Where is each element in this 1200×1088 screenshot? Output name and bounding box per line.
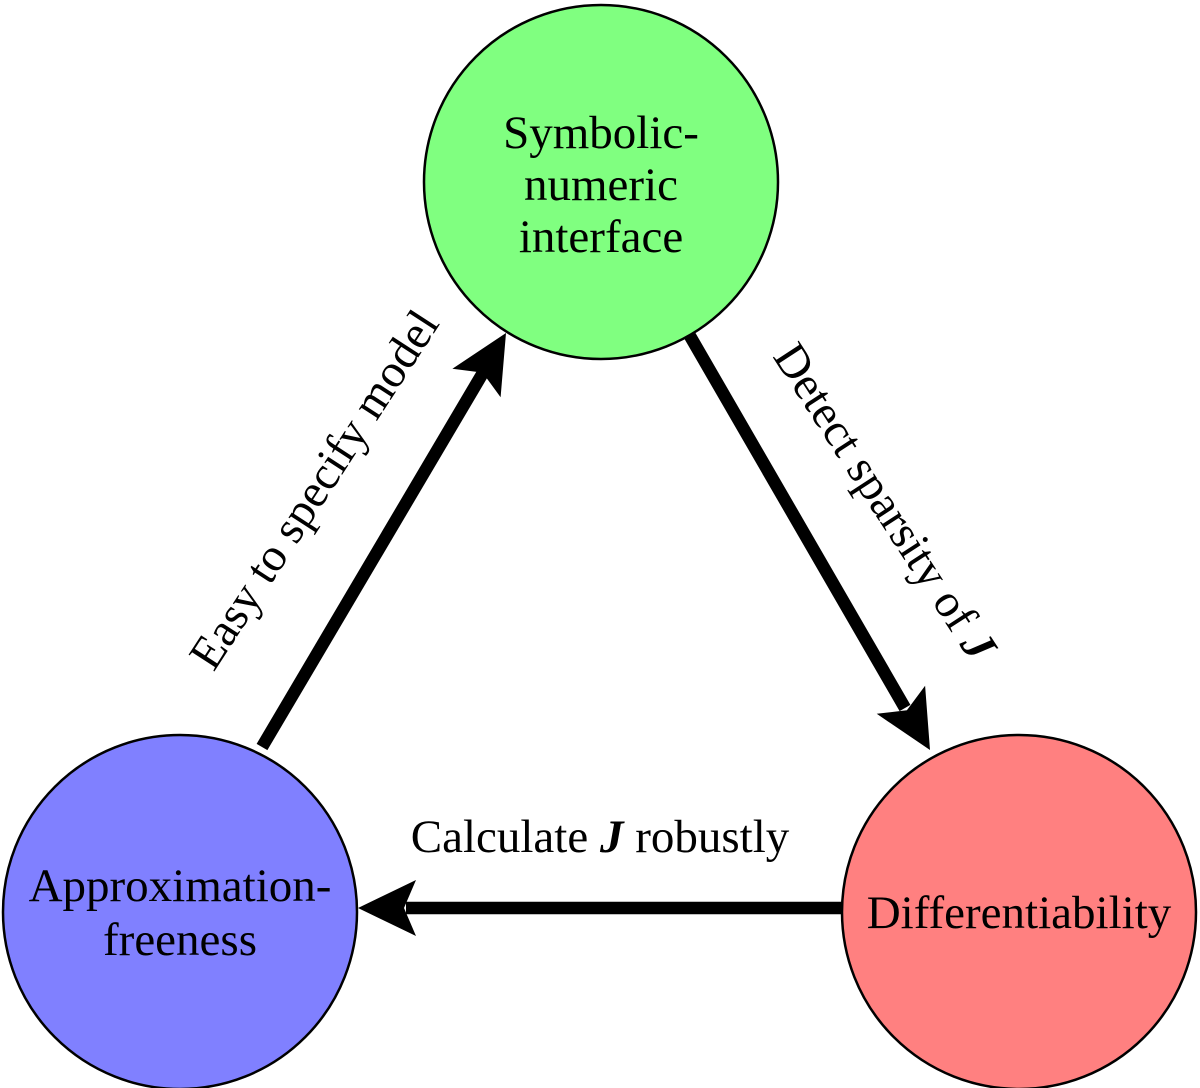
node-label-line: numeric bbox=[524, 159, 678, 211]
edge-label-jacobian-symbol: J bbox=[599, 811, 625, 863]
node-label-line: interface bbox=[519, 211, 683, 263]
edge-calculate-j-robustly: Calculate J robustly bbox=[358, 811, 845, 936]
edge-detect-sparsity-of-j: Detect sparsity of J bbox=[684, 332, 1007, 750]
edge-label-detect-sparsity-of-j: Detect sparsity of J bbox=[763, 334, 1007, 671]
node-symbolic-numeric-interface: Symbolic- numeric interface bbox=[422, 3, 780, 361]
node-label-line: Differentiability bbox=[867, 887, 1172, 939]
node-label-line: freeness bbox=[103, 914, 257, 966]
edge-label-text: Calculate bbox=[411, 811, 600, 863]
arrowhead-left-icon bbox=[358, 880, 416, 936]
edge-label-text: robustly bbox=[623, 811, 789, 863]
node-circle-blue bbox=[1, 733, 359, 1088]
node-circle-red bbox=[840, 733, 1198, 1088]
edge-label-text: Detect sparsity of bbox=[763, 334, 994, 650]
arrowhead-up-icon bbox=[452, 333, 506, 398]
node-differentiability: Differentiability bbox=[840, 733, 1198, 1088]
arrowhead-down-icon bbox=[876, 685, 930, 750]
node-label-line: Symbolic- bbox=[503, 107, 699, 159]
edge-shaft bbox=[256, 367, 490, 751]
node-approximation-freeness: Approximation- freeness bbox=[1, 733, 359, 1088]
edge-easy-to-specify-model: Easy to specify model bbox=[179, 301, 506, 751]
edge-shaft bbox=[684, 332, 911, 712]
edge-label-calculate-j-robustly: Calculate J robustly bbox=[411, 811, 790, 863]
node-label-line: Approximation- bbox=[29, 860, 332, 912]
node-circle-green bbox=[422, 3, 780, 361]
